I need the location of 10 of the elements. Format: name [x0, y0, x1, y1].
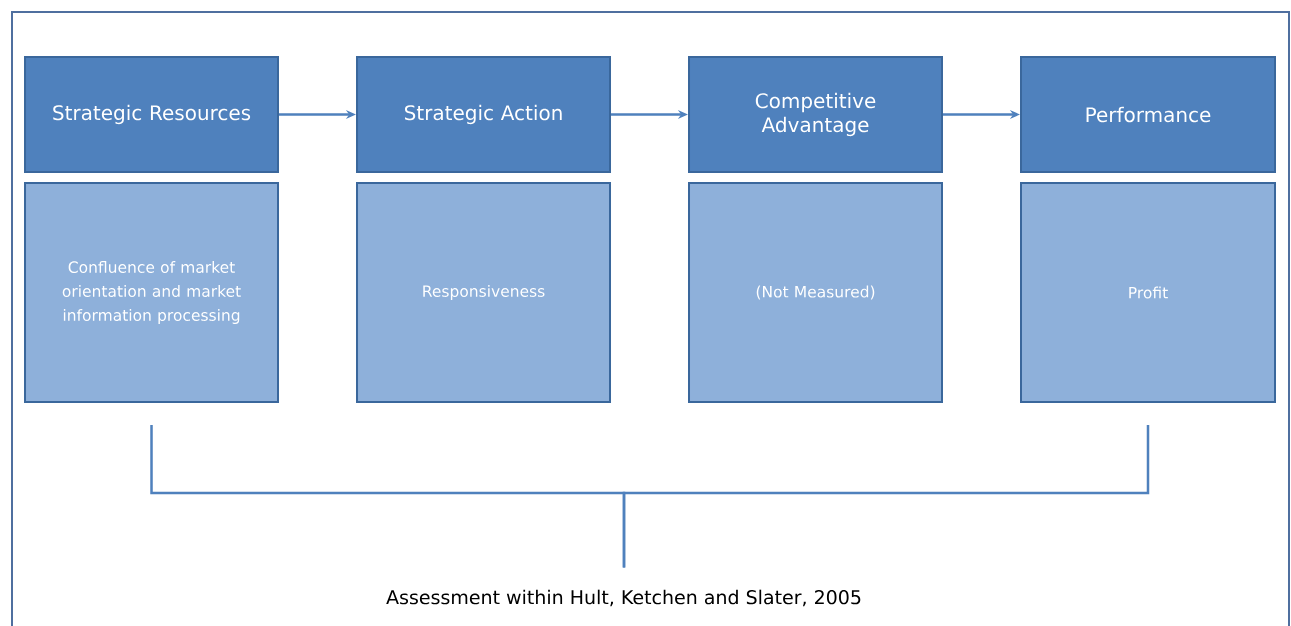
description-box: (Not Measured): [688, 182, 943, 403]
stage-box: Performance: [1020, 56, 1276, 173]
stage-box: Competitive Advantage: [688, 56, 943, 173]
description-box: Responsiveness: [356, 182, 611, 403]
bracket-line: [622, 425, 1150, 568]
description-box: Confluence of market orientation and market information processing: [24, 182, 279, 403]
stage-box: Strategic Resources: [24, 56, 279, 173]
description-box: Profit: [1020, 182, 1276, 403]
caption-text: Assessment within Hult, Ketchen and Slater, 2005: [386, 589, 861, 607]
stage-box: Strategic Action: [356, 56, 611, 173]
